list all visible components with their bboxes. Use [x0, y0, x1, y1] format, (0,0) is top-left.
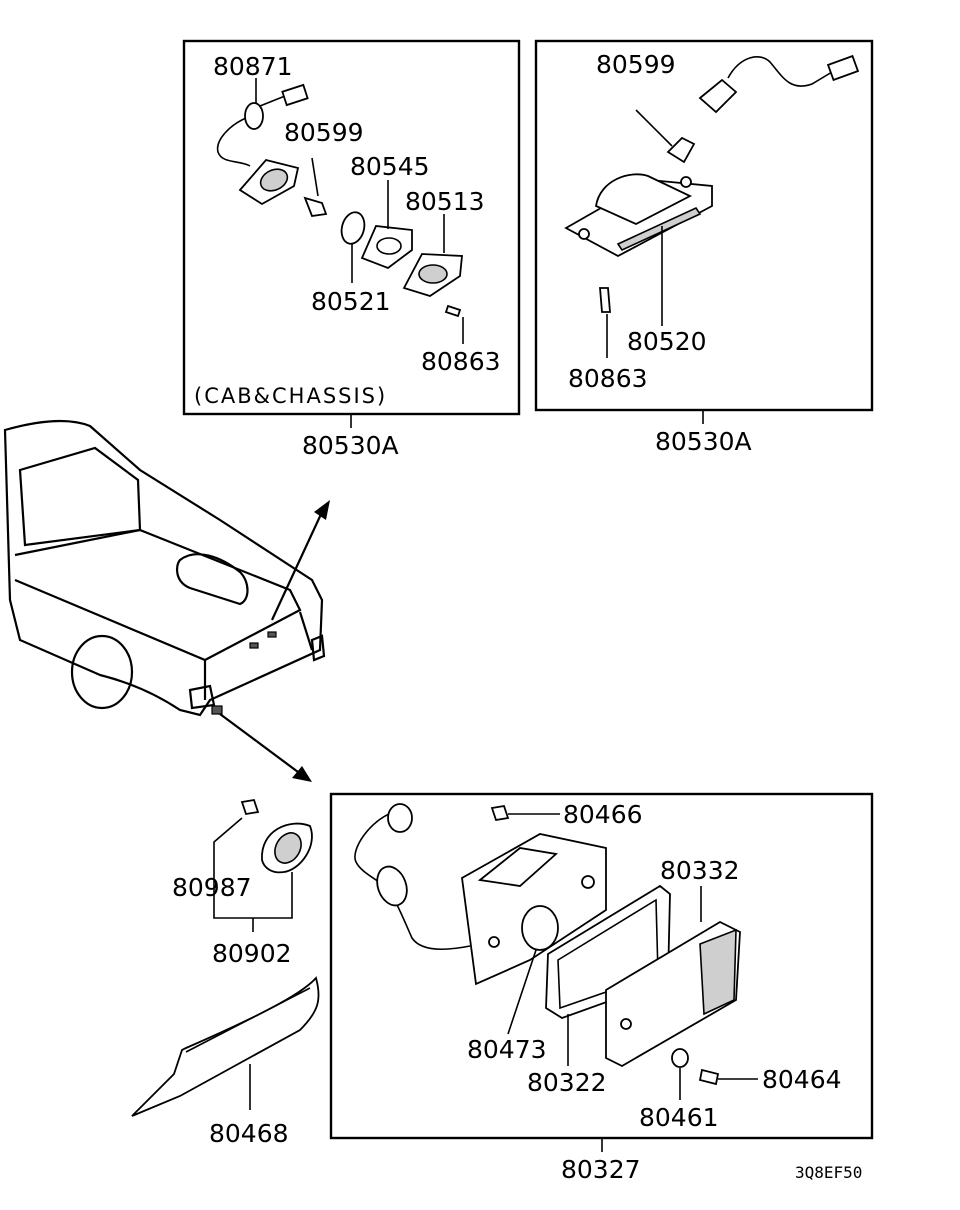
label-80987: 80987: [172, 873, 252, 902]
leader-80599-a: [311, 157, 319, 197]
harness-wire-b: [727, 56, 833, 87]
connector-b: [826, 54, 860, 82]
gasket-ring-80521: [340, 211, 366, 245]
lamp-lens-strip: [616, 206, 702, 252]
label-80520: 80520: [627, 327, 707, 356]
label-80521: 80521: [311, 287, 391, 316]
gasket-80545: [360, 225, 413, 270]
taillamp-left: [188, 684, 216, 710]
harness-grommet: [387, 803, 413, 833]
washer-80461: [671, 1048, 689, 1068]
leader-80599-b: [635, 109, 673, 147]
label-80871: 80871: [213, 52, 293, 81]
license-lamp-standard-group: 80599 80520 80863 80530A: [534, 39, 874, 456]
label-80466: 80466: [563, 800, 643, 829]
bed-floor: [14, 528, 302, 662]
label-cab-chassis: (CAB&CHASSIS): [194, 384, 387, 408]
truck-body: [3, 419, 324, 717]
gasket-hole: [376, 237, 402, 255]
lamp-harness: [354, 811, 471, 951]
harness-wire: [216, 117, 251, 167]
rear-lamp-group: 80466 80473 80322 80332 80461 80464: [329, 792, 874, 1184]
label-80327: 80327: [561, 1155, 641, 1184]
arrow-to-rear-lamp: [219, 713, 299, 773]
label-80473: 80473: [467, 1035, 547, 1064]
connector: [281, 83, 309, 107]
reflector-face: [274, 832, 302, 864]
license-light-mark-2: [267, 631, 277, 638]
label-80530A-a: 80530A: [302, 431, 399, 460]
spare-tire: [175, 553, 249, 606]
molding-80468: [131, 976, 320, 1117]
loose-parts-group: 80987 80902 80468: [131, 798, 320, 1148]
leader-80902-bracket: [213, 817, 293, 919]
rear-lamp-mark: [211, 705, 223, 715]
bulb-80599: [303, 196, 328, 217]
label-80902: 80902: [212, 939, 292, 968]
label-80332: 80332: [660, 856, 740, 885]
label-80464: 80464: [762, 1065, 842, 1094]
bulb-80599-b: [666, 136, 696, 164]
mount-hole-1: [578, 228, 590, 240]
label-80530A-b: 80530A: [655, 427, 752, 456]
label-80545: 80545: [350, 152, 430, 181]
nut-80466: [490, 804, 510, 822]
cab-rear-window: [18, 446, 142, 547]
rear-wheel: [70, 634, 134, 710]
arrowhead-up: [314, 500, 330, 520]
arrowhead-down: [292, 766, 312, 782]
label-80461: 80461: [639, 1103, 719, 1132]
label-80599-a: 80599: [284, 118, 364, 147]
housing-hole-1: [581, 875, 595, 889]
label-80513: 80513: [405, 187, 485, 216]
leader-80473: [507, 949, 537, 1035]
screw-80863-b: [599, 287, 611, 313]
housing-hole-2: [488, 936, 500, 948]
nut-80987: [240, 798, 260, 816]
bulb-80473: [521, 905, 559, 951]
socket: [698, 78, 738, 114]
label-80599-b: 80599: [596, 50, 676, 79]
diagram-code: 3Q8EF50: [795, 1163, 862, 1182]
truck-illustration: [3, 419, 330, 782]
lens-face: [418, 264, 448, 284]
lamp-lens-opening: [259, 168, 289, 192]
harness-grommet-2: [376, 865, 408, 907]
mount-hole-2: [680, 176, 692, 188]
taillamp-right: [310, 634, 326, 662]
label-80468: 80468: [209, 1119, 289, 1148]
screw-80863: [444, 304, 462, 318]
lens-reflector-pattern: [699, 928, 737, 1016]
screw-80464: [698, 1068, 720, 1086]
tailgate-edges: [203, 611, 314, 700]
license-lamp-cab-chassis-group: 80871 80599 80545 80513 80521 80863 (CAB…: [182, 39, 521, 460]
grommet-80871: [244, 102, 264, 130]
label-80322: 80322: [527, 1068, 607, 1097]
lens-screw-hole: [620, 1018, 632, 1030]
lamp-bracket: [477, 847, 559, 887]
lamp-hood: [595, 173, 693, 225]
box-license-lamp: [534, 39, 874, 412]
arrow-to-license-lamp: [271, 511, 323, 621]
label-80863-b: 80863: [568, 364, 648, 393]
license-light-mark-1: [249, 642, 259, 649]
molding-edge: [185, 987, 311, 1053]
label-80863-a: 80863: [421, 347, 501, 376]
